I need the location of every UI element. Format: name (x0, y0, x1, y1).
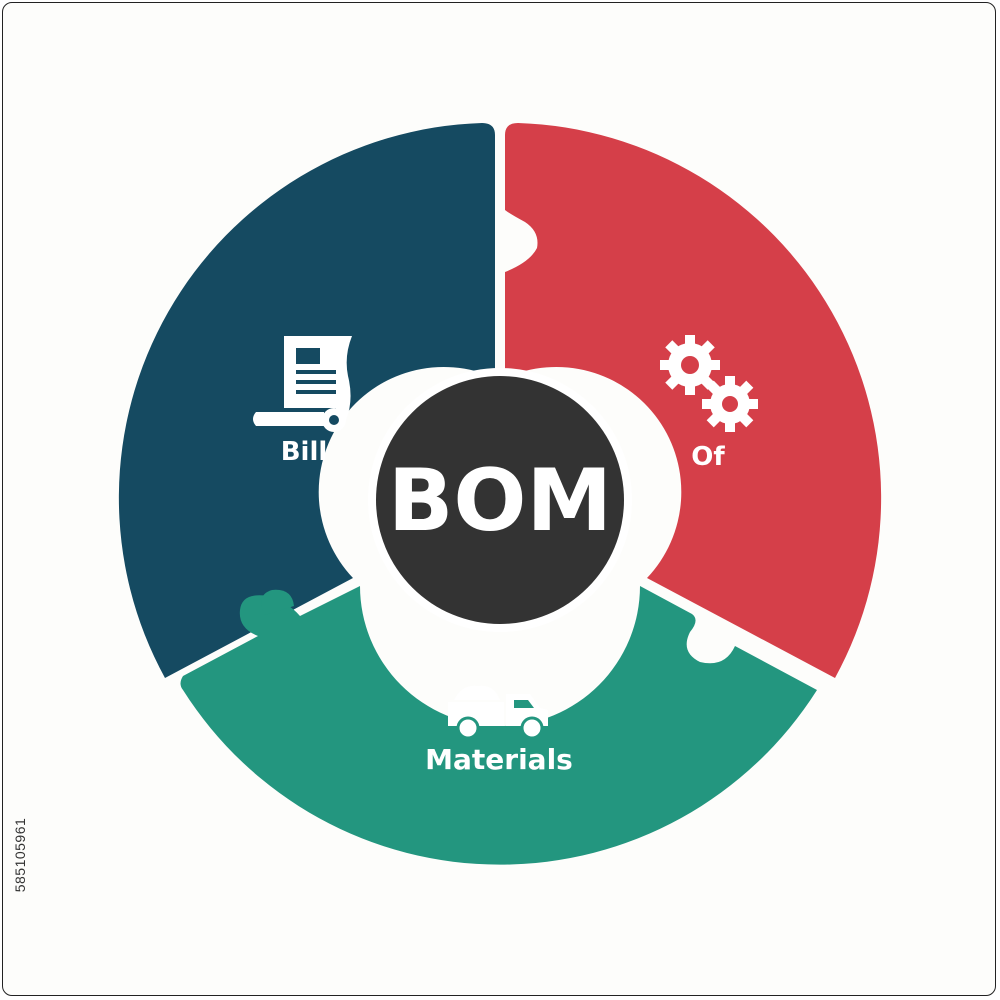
stock-id-watermark: 585105961 (10, 770, 30, 940)
bill-label: Bill (281, 437, 328, 467)
document-scroll-icon (253, 336, 352, 432)
materials-label: Materials (425, 743, 573, 776)
bill-puzzle-knob (261, 589, 294, 615)
of-segment (505, 123, 882, 678)
of-label: Of (691, 442, 725, 472)
gears-icon (660, 335, 758, 432)
center-label: BOM (388, 451, 612, 551)
pickup-truck-icon (448, 685, 548, 740)
materials-segment (180, 586, 817, 865)
stock-id-text: 585105961 (12, 817, 28, 893)
center-circle-fill (376, 376, 624, 624)
